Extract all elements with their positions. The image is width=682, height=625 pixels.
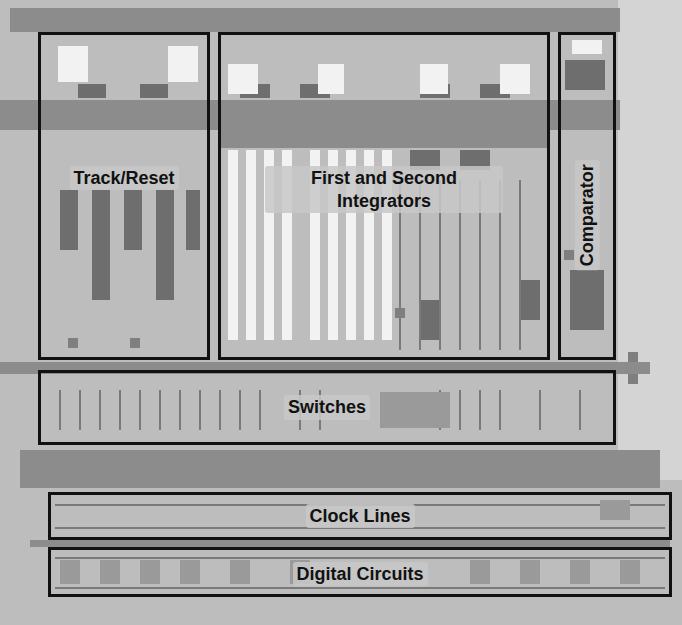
die-margin: [618, 0, 682, 480]
block-label: Digital Circuits: [293, 562, 428, 587]
logic-cells: [60, 392, 640, 584]
contact-squares: [68, 250, 638, 384]
block-label: Clock Lines: [306, 504, 415, 529]
block-label: First and Second Integrators: [265, 166, 503, 213]
block-outline: Digital Circuits: [48, 547, 672, 597]
block-outline: Clock Lines: [48, 492, 672, 540]
block-label: Switches: [284, 395, 370, 420]
signal-wiring: [55, 180, 665, 588]
block-label: Comparator: [575, 160, 600, 270]
block-outline: First and Second Integrators: [218, 32, 550, 360]
block-outline: Comparator: [558, 32, 616, 360]
block-label: Track/Reset: [70, 166, 179, 191]
block-outline: Track/Reset: [38, 32, 210, 360]
block-outline: Switches: [38, 370, 616, 445]
metal-bands: [0, 8, 670, 547]
